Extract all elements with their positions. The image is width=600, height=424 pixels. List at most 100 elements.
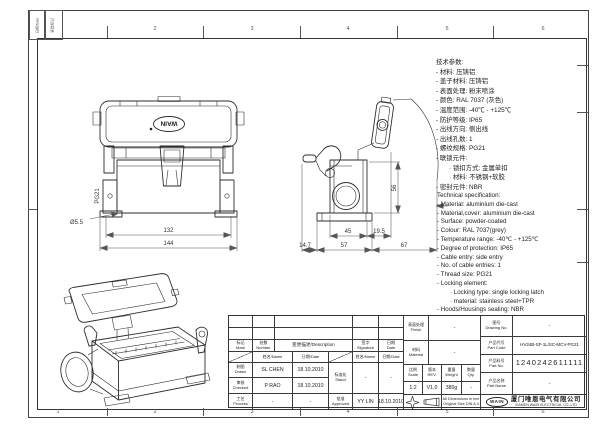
zone-number: 3 <box>250 409 254 415</box>
zone-number: 6 <box>541 409 545 415</box>
isometric-view <box>60 273 211 407</box>
rev-cell <box>229 328 253 340</box>
rev-cell <box>253 328 275 340</box>
rev-value: V1.0 <box>423 382 442 395</box>
margin-tick <box>577 65 588 66</box>
dim-67: 67 <box>401 243 408 249</box>
spec-item: - Degree of protection: IP65 <box>437 244 514 252</box>
outer-border <box>28 10 589 418</box>
spec-item: - 联锁元件: <box>436 154 468 162</box>
rev-cell <box>379 328 404 340</box>
zone-number: 3 <box>250 26 254 32</box>
spec-item: - Thread size: PG21 <box>437 271 493 279</box>
spec-item: - 螺纹规格: PG21 <box>436 145 486 153</box>
spec-item: · material: stainless steel+TPR <box>450 297 535 305</box>
spec-item: - Cable entry: side entry <box>437 253 503 261</box>
part-code-value: HV24B-SF-1L/SC-MCV-PG21 <box>513 337 586 355</box>
company-name-en: XIAMEN WAIN ELECTRICAL CO.,LTD <box>515 403 577 408</box>
subheader-name: 姓名/Name <box>353 352 379 363</box>
front-view: WAIN 132 144 PG21 <box>70 96 245 251</box>
spec-item: - 防护等级: IP65 <box>436 116 483 124</box>
spec-item: - Colour: RAL 7037(grey) <box>437 227 506 235</box>
diagonal-cell <box>229 352 253 363</box>
margin-tick <box>577 209 588 210</box>
corner-box: 日期/Date <box>29 10 46 40</box>
zone-tick <box>203 26 204 38</box>
zone-number: 5 <box>445 26 449 32</box>
spec-item: - Surface: powder-coated <box>437 218 507 226</box>
wain-logo-front: WAIN <box>160 120 177 127</box>
spec-item: - Material: aluminium die-cast <box>437 200 518 208</box>
zone-number: 5 <box>445 409 449 415</box>
spec-title: 技术参数: <box>436 59 464 66</box>
process-name: - <box>253 394 293 409</box>
spec-item: · 锁扣方式: 金属单扣 <box>449 164 508 172</box>
qty-value: - <box>462 382 481 395</box>
part-name-value: - <box>513 373 586 395</box>
zone-tick <box>107 408 108 416</box>
part-no-value: 1240242611111 <box>513 355 586 373</box>
stand-date: - <box>379 363 404 394</box>
cone-symbol-icon <box>423 397 439 407</box>
dim-pg21: PG21 <box>95 188 101 204</box>
zone-tick <box>493 408 494 416</box>
process-date: - <box>293 394 329 409</box>
spec-item: - No. of cable entries: 1 <box>437 262 501 270</box>
zone-number: 4 <box>346 26 350 32</box>
zone-tick <box>107 26 108 38</box>
drawing-no-value: - <box>513 316 586 337</box>
spec-block-cn: 技术参数: - 材料: 压铸铝 - 盖子材料: 压铸铝 - 表面处理: 粉末喷涂… <box>436 58 586 192</box>
dim-132: 132 <box>163 228 174 234</box>
zone-number: 2 <box>153 409 157 415</box>
subheader-date: 日期/Date <box>379 352 404 363</box>
zone-number: 1 <box>56 409 60 415</box>
zone-tick <box>493 26 494 38</box>
dim-45: 45 <box>345 229 352 235</box>
approved-name: YY LIN <box>353 394 379 409</box>
dim-hole: Ø5.5 <box>70 220 84 226</box>
side-view: 56 45 19.5 14.7 57 67 <box>299 96 448 253</box>
approved-date: 18.10.2010 <box>379 394 404 409</box>
spec-item: - Locking element: <box>437 279 488 287</box>
subheader-date: 日期/Date <box>293 352 329 363</box>
inner-frame <box>37 38 587 410</box>
rev-cell <box>353 316 379 328</box>
spec-item: - 出线方向: 侧出线 <box>436 126 489 134</box>
margin-tick <box>577 262 588 263</box>
dim-57: 57 <box>341 243 348 249</box>
spec-item: - 颜色: RAL 7037 (灰色) <box>436 97 504 105</box>
rev-cell <box>253 316 275 328</box>
spec-item: - 密封元件: NBR <box>436 183 483 191</box>
corner-box: 更改标记 <box>44 10 63 40</box>
subheader-name: 姓名/Name <box>253 352 293 363</box>
rev-cell <box>353 328 379 340</box>
material-value: - <box>429 341 481 365</box>
scale-value: 1:2 <box>404 382 423 395</box>
spec-item: - Material,cover: aluminium die-cast <box>437 209 535 217</box>
spec-item: - 盖子材料: 压铸铝 <box>436 78 489 86</box>
zone-tick <box>300 26 301 38</box>
rev-cell <box>275 316 353 328</box>
spec-title: Technical specification: <box>437 192 501 199</box>
dim-56: 56 <box>392 184 398 191</box>
spec-item: · 材料: 不锈钢+软胶 <box>449 174 505 182</box>
spec-item: - 出线孔数: 1 <box>436 135 473 143</box>
weight-value: 380g <box>442 382 462 395</box>
drawn-date: 18.10.2010 <box>293 363 329 378</box>
